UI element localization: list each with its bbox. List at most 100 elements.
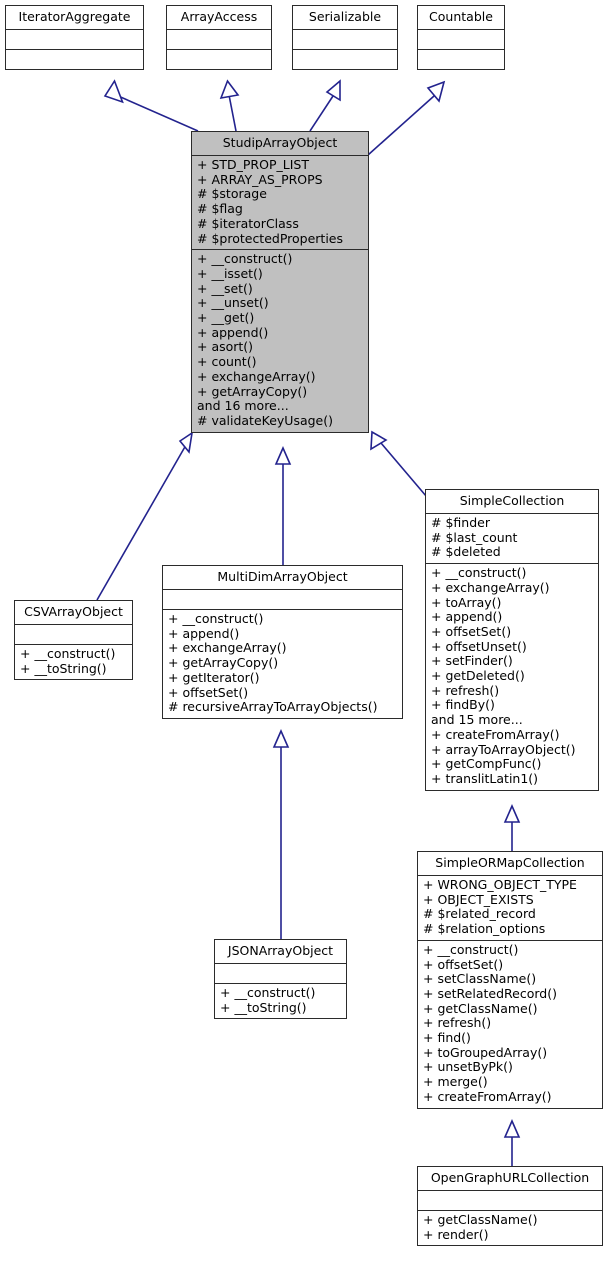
class-box-opengraph-url-collection[interactable]: OpenGraphURLCollection + getClassName()+… [417,1166,603,1247]
divider [163,609,402,610]
member-row: and 16 more... [197,398,289,414]
member-row: + count() [197,354,257,370]
arrowhead-studip-from-simplecollection [370,430,388,451]
member-row: + exchangeArray() [197,368,316,384]
edge-studip-to-countable [367,95,435,156]
operations-compartment: + __construct()+ exchangeArray()+ toArra… [426,564,598,790]
class-box-multidim-array-object[interactable]: MultiDimArrayObject + __construct()+ app… [162,565,403,719]
operations-compartment: + __construct()+ __isset()+ __set()+ __u… [192,250,368,431]
member-row: # validateKeyUsage() [197,412,333,428]
arrowhead-iteratoraggregate [103,79,124,104]
member-row: + toArray() [431,594,502,610]
attributes-compartment [215,964,346,983]
class-title-csv-array-object: CSVArrayObject [24,604,123,619]
divider [215,963,346,964]
divider [192,155,368,156]
member-row: + append() [431,609,503,625]
divider [426,513,598,514]
divider [167,49,271,50]
member-row: + getArrayCopy() [168,655,279,671]
member-row: # $protectedProperties [197,230,344,246]
member-row: # $finder [431,515,490,530]
member-row: + exchangeArray() [431,579,550,595]
attributes-compartment [15,625,132,644]
divider [192,249,368,251]
arrowhead-multidim-from-json [272,729,290,748]
operations-compartment: + __construct()+ append()+ exchangeArray… [163,610,402,718]
member-row: + append() [168,625,240,641]
divider [6,29,143,30]
attributes-compartment: + WRONG_OBJECT_TYPE+ OBJECT_EXISTS# $rel… [418,876,602,940]
class-title-opengraph-url-collection: OpenGraphURLCollection [430,1170,590,1185]
member-row: + findBy() [431,697,495,713]
member-row: + ARRAY_AS_PROPS [197,171,323,187]
attributes-compartment: # $finder# $last_count# $deleted [426,514,598,563]
member-row: + __construct() [431,565,527,581]
member-row: + STD_PROP_LIST [197,157,309,172]
member-row: + setRelatedRecord() [423,985,557,1001]
divider [15,644,132,645]
edge-studip-to-iteratoraggregate [115,94,199,132]
member-row: + getDeleted() [431,668,525,684]
member-row: + offsetSet() [431,623,512,639]
member-row: + find() [423,1030,471,1046]
member-row: + setFinder() [431,653,513,669]
class-box-studip-array-object[interactable]: StudipArrayObject + STD_PROP_LIST+ ARRAY… [191,131,369,433]
divider [167,29,271,30]
class-box-array-access[interactable]: ArrayAccess [166,5,272,70]
member-row: + getCompFunc() [431,756,542,772]
member-row: # $deleted [431,544,501,560]
class-box-json-array-object[interactable]: JSONArrayObject + __construct()+ __toStr… [214,939,347,1020]
member-row: + __isset() [197,265,263,281]
class-title-json-array-object: JSONArrayObject [227,943,334,958]
class-title-simple-ormap-collection: SimpleORMapCollection [435,855,585,870]
member-row: # $relation_options [423,921,546,937]
member-row: + unsetByPk() [423,1059,513,1075]
class-box-simple-collection[interactable]: SimpleCollection # $finder# $last_count#… [425,489,599,791]
class-box-simple-ormap-collection[interactable]: SimpleORMapCollection + WRONG_OBJECT_TYP… [417,851,603,1109]
class-title-array-access: ArrayAccess [180,9,258,24]
member-row: # recursiveArrayToArrayObjects() [168,699,378,715]
class-box-countable[interactable]: Countable [417,5,505,70]
divider [418,939,602,941]
divider [6,49,143,50]
member-row: + arrayToArrayObject() [431,741,576,757]
divider [418,1210,602,1211]
edge-studip-to-arrayaccess [228,94,237,132]
member-row: + offsetUnset() [431,638,527,654]
edge-studip-to-serializable [309,95,334,132]
class-box-serializable[interactable]: Serializable [292,5,398,70]
divider [215,983,346,984]
member-row: + exchangeArray() [168,640,287,656]
operations-compartment [6,50,143,69]
operations-compartment [293,50,397,69]
member-row: + __toString() [220,999,307,1015]
member-row: + createFromArray() [431,726,560,742]
member-row: + merge() [423,1074,488,1090]
divider [163,589,402,590]
class-box-csv-array-object[interactable]: CSVArrayObject + __construct()+ __toStri… [14,600,133,681]
attributes-compartment [293,30,397,49]
member-row: + toGroupedArray() [423,1044,548,1060]
class-title-countable: Countable [429,9,493,24]
attributes-compartment [6,30,143,49]
member-row: + getIterator() [168,669,260,685]
operations-compartment: + getClassName()+ render() [418,1211,602,1245]
member-row: # $storage [197,186,267,202]
member-row: + createFromArray() [423,1088,552,1104]
attributes-compartment: + STD_PROP_LIST+ ARRAY_AS_PROPS# $storag… [192,156,368,249]
divider [418,49,504,50]
divider [418,875,602,876]
operations-compartment: + __construct()+ offsetSet()+ setClassNa… [418,941,602,1108]
divider [15,624,132,625]
divider [418,1190,602,1191]
member-row: + __construct() [220,985,316,1000]
member-row: # $last_count [431,529,518,545]
divider [293,49,397,50]
member-row: + translitLatin1() [431,770,539,786]
class-title-simple-collection: SimpleCollection [459,493,565,508]
arrowhead-studip-from-multidim [274,446,292,465]
class-box-iterator-aggregate[interactable]: IteratorAggregate [5,5,144,70]
arrowhead-arrayaccess [219,79,240,100]
